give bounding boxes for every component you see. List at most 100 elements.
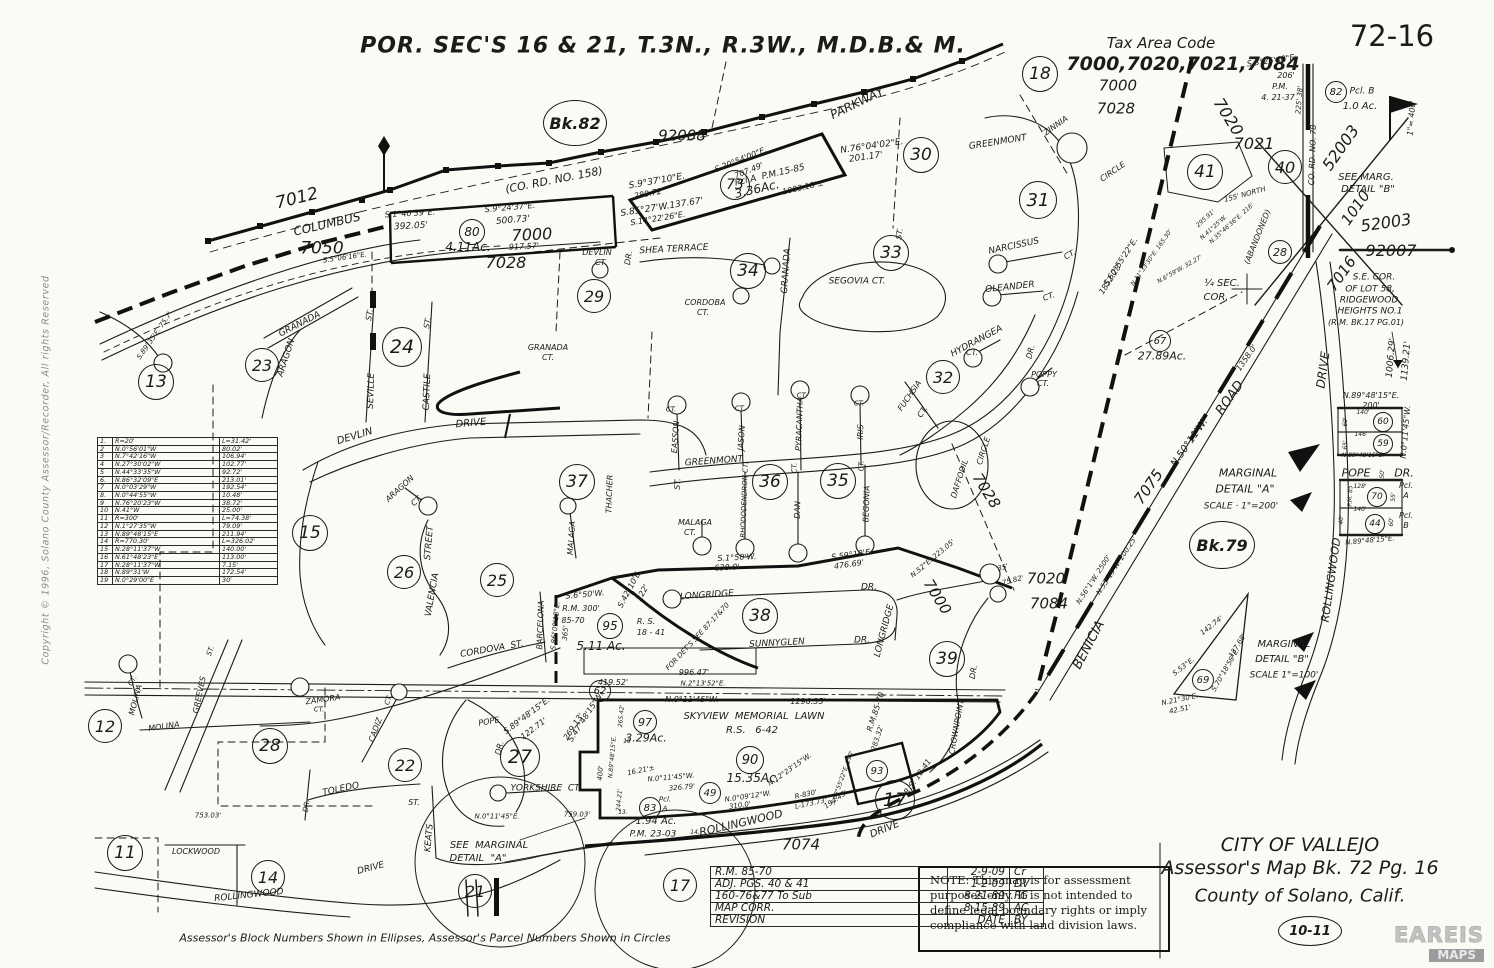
parcel-circle-12: 12	[88, 709, 122, 743]
map-label: SEE MARGINAL	[449, 840, 529, 851]
map-label: CORDOBA	[684, 298, 726, 307]
title-block-mapref: Assessor's Map Bk. 72 Pg. 16	[1161, 857, 1439, 879]
map-label: 128'	[1353, 483, 1367, 490]
map-label: CT.	[796, 391, 808, 400]
map-label: OF LOT 58,	[1345, 284, 1395, 295]
map-label: SCALE 1"=100'	[1249, 670, 1319, 681]
parcel-circle-44: 44	[1365, 514, 1385, 534]
parcel-circle-39: 39	[929, 641, 965, 677]
lineTable-cell: 79.09'	[219, 521, 278, 531]
map-label: SEGOVIA CT.	[828, 276, 886, 287]
parcel-circle-11: 11	[107, 835, 143, 871]
map-sheet-number: 72-16	[1349, 19, 1435, 53]
parcel-circle-62: 62	[589, 680, 611, 702]
parcel-circle-28: 28	[1268, 240, 1292, 264]
map-label: 7074	[781, 835, 821, 854]
map-label: SEE MARG.	[1338, 172, 1394, 183]
revTable-cell: 160-76&77 To Sub	[710, 890, 948, 904]
watermark-line2: MAPS	[1429, 948, 1484, 962]
page-oval: 10-11	[1278, 916, 1342, 946]
page-title: POR. SEC'S 16 & 21, T.3N., R.3W., M.D.B.…	[360, 33, 966, 59]
revTable-cell: R.M. 85-70	[710, 865, 948, 880]
map-label: CASTILE	[421, 373, 434, 411]
map-label: P.M. 23-03	[629, 829, 677, 840]
map-label: COR.	[1203, 292, 1229, 303]
map-label: 638.0'	[714, 562, 740, 573]
map-label: 7028	[485, 253, 527, 272]
map-label: 19	[623, 738, 631, 745]
map-label: DR.	[853, 635, 871, 646]
map-label: N.0°11'45"E.	[474, 812, 520, 821]
map-label: SEVILLE	[365, 372, 378, 410]
map-label: 27.89Ac.	[1137, 349, 1187, 363]
map-label: DETAIL "A"	[449, 853, 507, 864]
map-label: 18 - 41	[636, 628, 666, 637]
parcel-circle-93: 93	[866, 760, 888, 782]
map-label: 15.35Ac.	[726, 771, 780, 785]
revTable-cell: MAP CORR.	[710, 902, 948, 916]
parcel-circle-69: 69	[1192, 669, 1214, 691]
parcel-circle-33: 33	[873, 235, 909, 271]
map-label: 60'	[1387, 517, 1396, 527]
map-label: 7050	[300, 238, 344, 259]
map-label: LOCKWOOD	[171, 847, 221, 856]
map-label: 206'	[1277, 71, 1295, 80]
map-label: S.E. COR.	[1352, 272, 1396, 283]
parcel-circle-35: 35	[820, 463, 856, 499]
revTable-cell: REVISION	[710, 914, 948, 928]
assessment-note-box: NOTE: This map is for assessment purpose…	[918, 866, 1170, 952]
tax-area-code-label: Tax Area Code	[1106, 34, 1216, 52]
map-label: CT.	[853, 399, 865, 408]
map-label: SCALE · 1"=200'	[1203, 501, 1279, 512]
parcel-circle-37: 37	[559, 464, 595, 500]
map-label: 55'	[1389, 492, 1398, 502]
map-label: CT.	[1036, 379, 1050, 388]
parcel-circle-29: 29	[577, 279, 611, 313]
parcel-circle-40: 40	[1268, 150, 1302, 184]
map-label: P.M. 85	[1346, 485, 1355, 507]
map-label: 7028	[1096, 99, 1136, 118]
map-label: CT.	[665, 405, 677, 414]
map-label: N.2°13'52"E.	[680, 679, 726, 688]
map-label: 7000	[1098, 76, 1138, 95]
map-label: 1.94 Ac.	[635, 816, 677, 827]
map-label: CT.	[790, 462, 799, 474]
lineTable-cell: 19	[97, 575, 113, 585]
parcel-circle-22: 22	[388, 748, 422, 782]
map-label: CT.	[696, 308, 710, 317]
parcel-circle-80: 80	[459, 219, 485, 245]
map-label: THACHER	[604, 474, 615, 514]
vendor-watermark: EAREIS MAPS	[1393, 924, 1484, 962]
lineTable-cell: 92.72'	[219, 467, 278, 477]
map-label: N.89°48'15"E.	[1342, 391, 1400, 400]
parcel-circle-13: 13	[138, 364, 174, 400]
map-label: Pcl.	[1399, 481, 1413, 490]
map-label: 400'	[595, 764, 606, 781]
title-block-county: County of Solano, Calif.	[1194, 885, 1406, 907]
map-label: N.0°11'45"W.	[665, 695, 719, 704]
map-label: CT.	[313, 705, 325, 714]
map-label: DEVLIN	[582, 248, 612, 257]
map-label: 60'	[1341, 417, 1350, 427]
parcel-circle-17: 17	[875, 780, 915, 820]
parcel-circle-59: 59	[1373, 434, 1393, 454]
copyright-text: Copyright © 1996, Solano County Assessor…	[40, 275, 52, 665]
map-label: 200'	[1362, 401, 1380, 410]
map-label: ST.	[672, 477, 683, 491]
lineTable-cell: N.61°48'23"E	[112, 552, 220, 562]
map-label: 1.0 Ac.	[1342, 101, 1378, 112]
map-label: 1296.35'	[790, 697, 826, 706]
map-label: 13.	[618, 809, 628, 816]
map-label: B	[1403, 521, 1409, 530]
map-label: BARCELONA	[535, 600, 546, 650]
map-label: 753.03'	[194, 811, 222, 820]
map-label: DETAIL "B"	[1341, 184, 1395, 195]
